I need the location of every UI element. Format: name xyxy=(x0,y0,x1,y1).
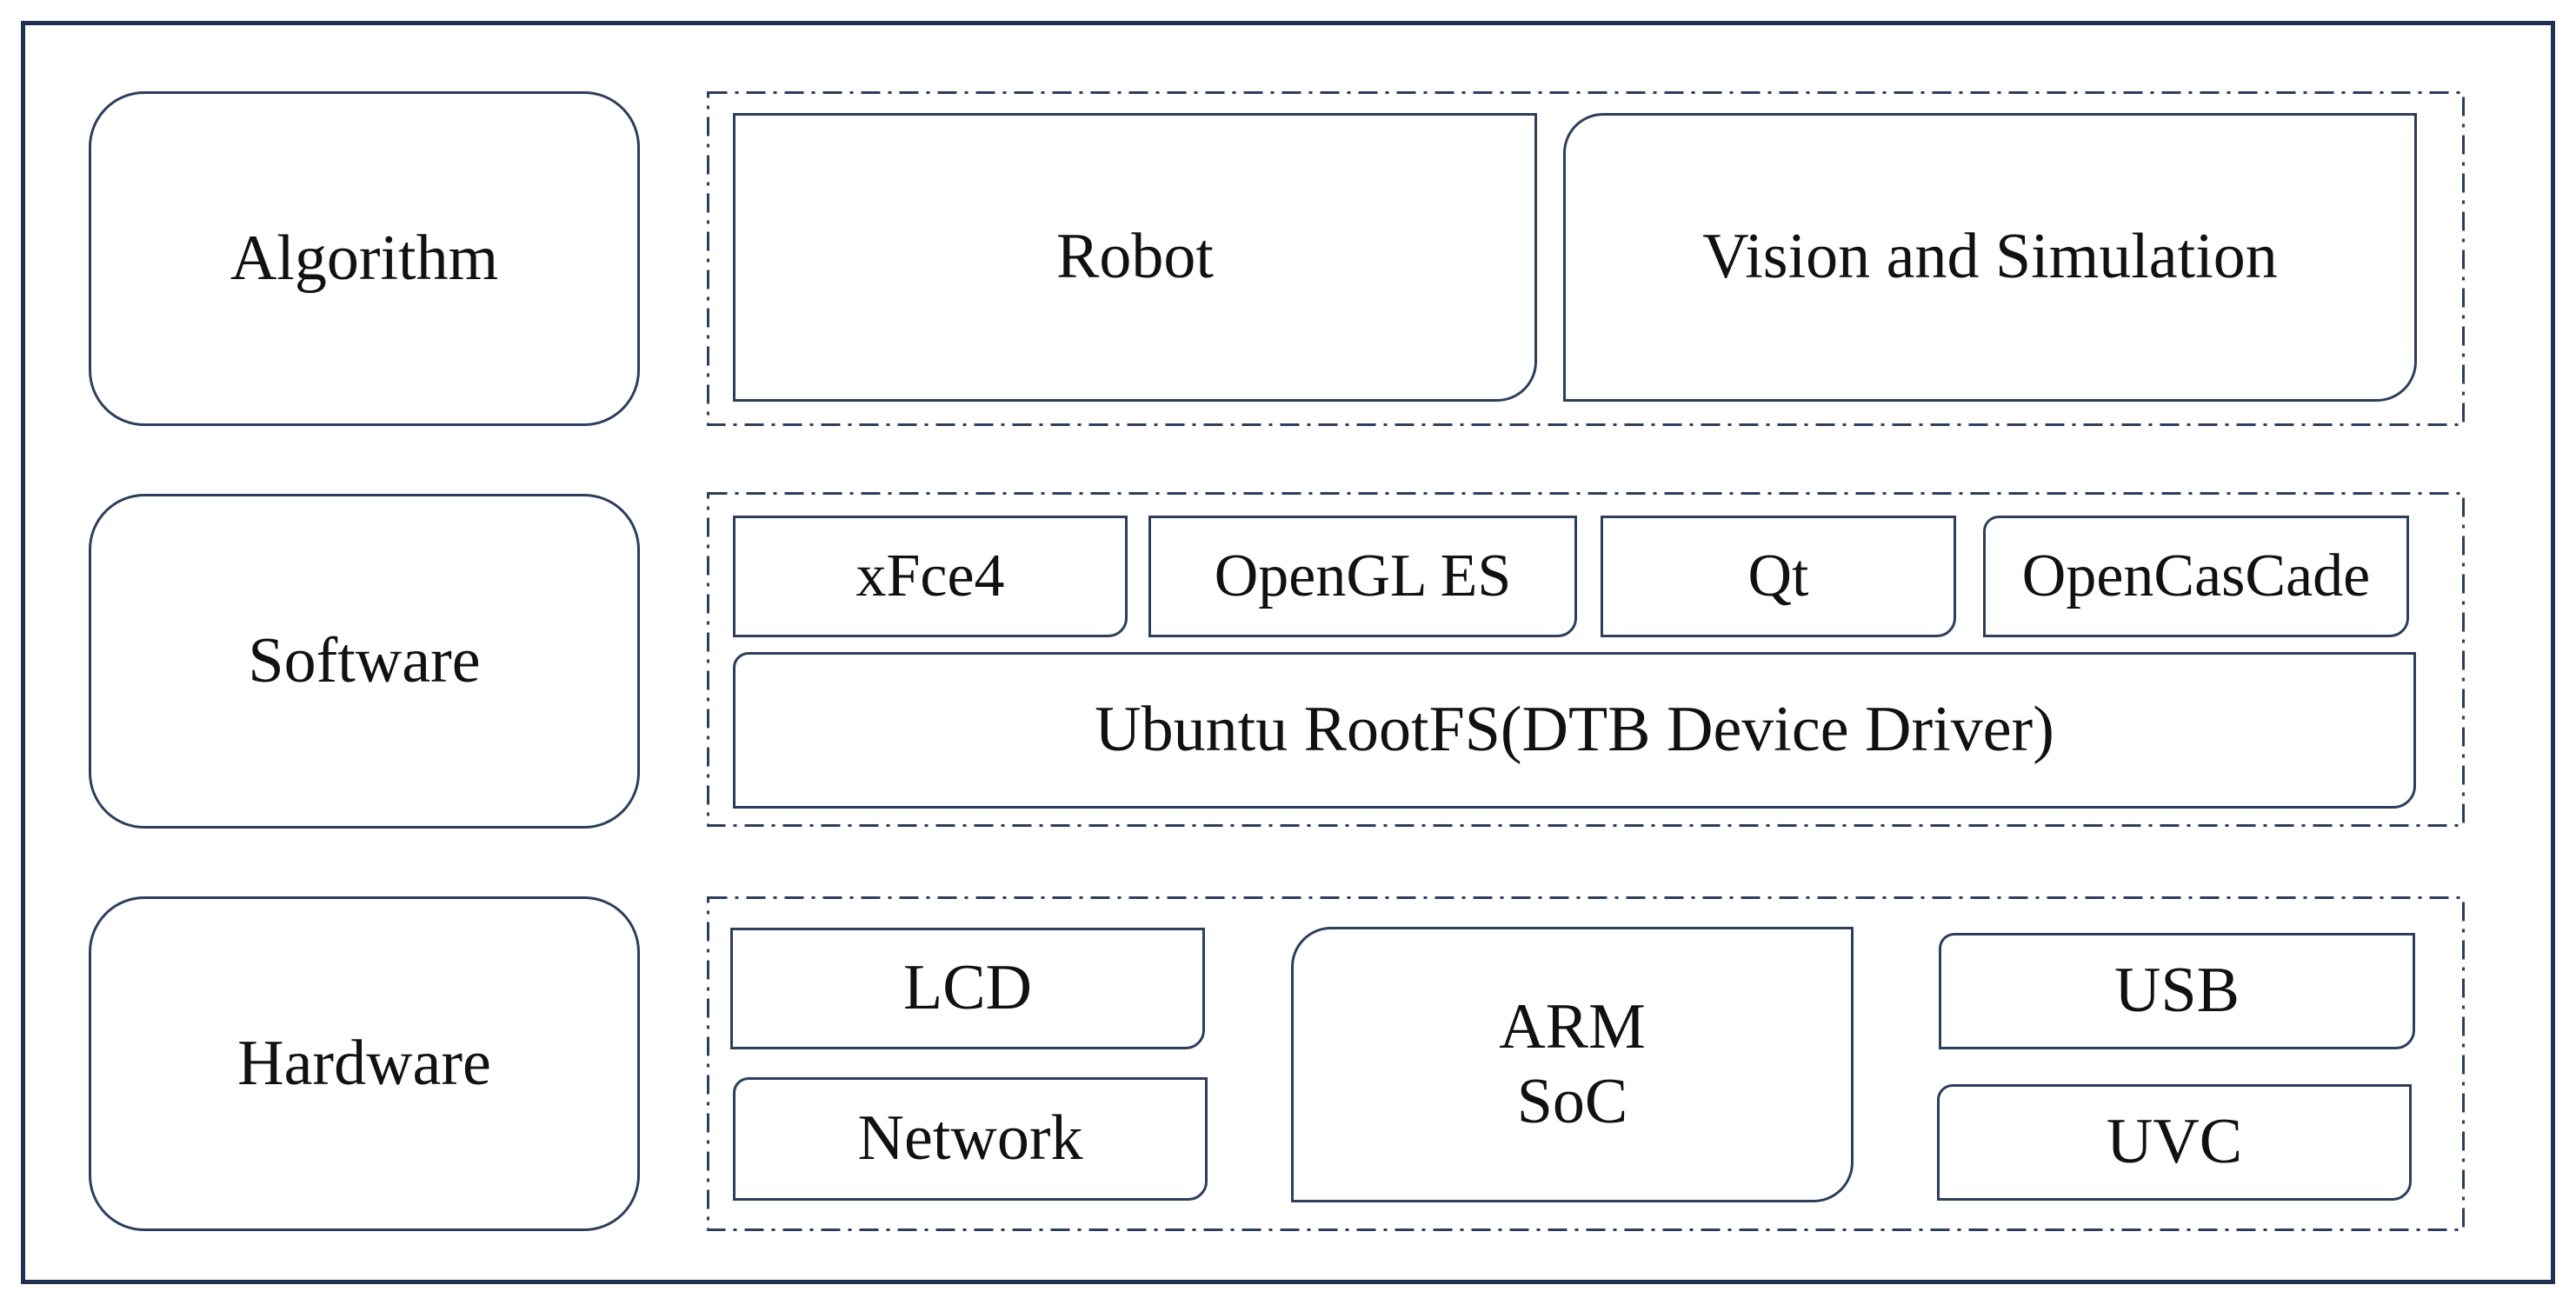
software-ubuntu-text: Ubuntu RootFS(DTB Device Driver) xyxy=(1095,694,2054,766)
software-qt-text: Qt xyxy=(1747,542,1809,609)
hardware-usb-box: USB xyxy=(1939,933,2415,1049)
software-opengl-text: OpenGL ES xyxy=(1214,542,1512,609)
hardware-network-box: Network xyxy=(733,1077,1208,1201)
hardware-uvc-box: UVC xyxy=(1937,1084,2412,1201)
hardware-group-border xyxy=(707,896,2465,1231)
hardware-arm-text: ARM xyxy=(1499,991,1646,1063)
hardware-group xyxy=(707,896,2465,1231)
layer-label-software-text: Software xyxy=(248,624,481,696)
algorithm-robot-text: Robot xyxy=(1056,221,1214,293)
hardware-network-text: Network xyxy=(857,1102,1083,1175)
hardware-uvc-text: UVC xyxy=(2106,1106,2243,1178)
algorithm-group-border xyxy=(707,91,2465,426)
algorithm-vision-text: Vision and Simulation xyxy=(1702,221,2278,293)
software-ubuntu-box: Ubuntu RootFS(DTB Device Driver) xyxy=(733,652,2416,809)
software-xfce4-box: xFce4 xyxy=(733,516,1128,637)
software-opengl-box: OpenGL ES xyxy=(1148,516,1577,637)
layer-label-algorithm-text: Algorithm xyxy=(230,222,499,294)
layer-label-algorithm: Algorithm xyxy=(89,91,640,426)
algorithm-vision-box: Vision and Simulation xyxy=(1563,113,2417,402)
hardware-lcd-box: LCD xyxy=(730,928,1205,1049)
layer-label-hardware: Hardware xyxy=(89,896,640,1231)
software-opencascade-box: OpenCasCade xyxy=(1983,516,2409,637)
software-opencascade-text: OpenCasCade xyxy=(2021,542,2371,609)
hardware-arm-soc-label: ARM SoC xyxy=(1499,990,1646,1138)
software-qt-box: Qt xyxy=(1601,516,1956,637)
hardware-soc-text: SoC xyxy=(1516,1065,1628,1137)
software-group xyxy=(707,492,2465,827)
layer-label-software: Software xyxy=(89,494,640,829)
software-group-border xyxy=(707,492,2465,827)
layer-label-hardware-text: Hardware xyxy=(237,1027,491,1099)
hardware-lcd-text: LCD xyxy=(903,952,1032,1024)
software-xfce4-text: xFce4 xyxy=(855,542,1005,609)
algorithm-group xyxy=(707,91,2465,426)
hardware-arm-soc-box: ARM SoC xyxy=(1291,927,1854,1202)
hardware-usb-text: USB xyxy=(2114,955,2240,1027)
algorithm-robot-box: Robot xyxy=(733,113,1537,402)
